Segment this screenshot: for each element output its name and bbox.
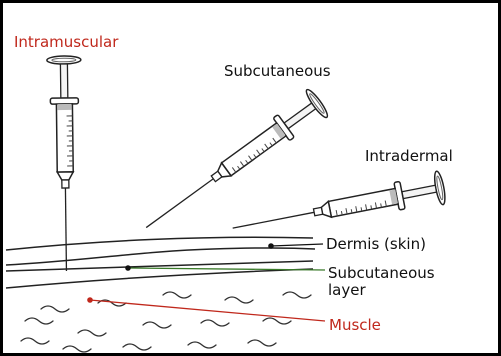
label-subcutaneous-layer-line1: Subcutaneous — [328, 265, 435, 282]
label-dermis: Dermis (skin) — [326, 236, 426, 253]
syringe-icon — [229, 170, 447, 244]
subcutaneous-layer-pointer-dot — [125, 265, 131, 271]
label-muscle: Muscle — [329, 317, 381, 334]
label-intradermal: Intradermal — [365, 148, 453, 165]
diagram-canvas — [3, 3, 501, 356]
dermis-pointer — [271, 244, 323, 246]
syringe-icon — [136, 87, 330, 241]
label-subcutaneous-layer: Subcutaneous layer — [328, 265, 435, 300]
dermis-pointer-dot — [268, 243, 274, 249]
muscle-tissue — [21, 292, 311, 352]
syringe-icon — [47, 56, 84, 271]
label-subcutaneous: Subcutaneous — [224, 63, 331, 80]
muscle-pointer-dot — [87, 297, 93, 303]
label-intramuscular: Intramuscular — [14, 34, 118, 51]
label-subcutaneous-layer-line2: layer — [328, 282, 435, 299]
muscle-pointer — [90, 300, 325, 321]
